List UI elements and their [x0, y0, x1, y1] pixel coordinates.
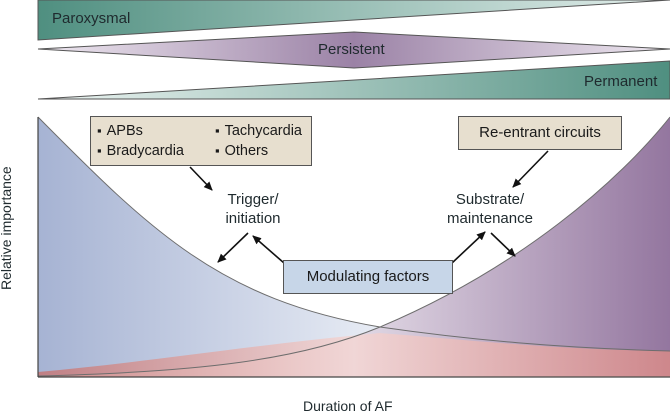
- y-axis-title: Relative importance: [0, 166, 14, 290]
- trigger-initiation-label: Trigger/ initiation: [208, 190, 298, 228]
- trigger-item-tachycardia: Tachycardia: [215, 123, 315, 139]
- arrow-substrate-to-curve: [490, 232, 516, 257]
- substrate-label-line2: maintenance: [447, 210, 533, 227]
- trigger-item-others: Others: [215, 143, 315, 159]
- x-axis-title: Duration of AF: [303, 398, 393, 414]
- arrow-reentrant-to-substrate: [512, 150, 549, 188]
- reentrant-circuits-label: Re-entrant circuits: [479, 124, 601, 141]
- arrow-modulating-to-trigger: [252, 235, 285, 264]
- paroxysmal-label: Paroxysmal: [52, 10, 131, 27]
- persistent-band: [37, 31, 670, 69]
- trigger-curve-line: [37, 116, 670, 352]
- permanent-band: [37, 60, 670, 100]
- trigger-curve-area: [38, 117, 670, 376]
- permanent-label: Permanent: [584, 73, 658, 90]
- trigger-label-line2: initiation: [225, 210, 281, 227]
- substrate-curve-line: [37, 116, 670, 377]
- paroxysmal-band: [37, 0, 670, 41]
- trigger-factors-box: APBs Tachycardia Bradycardia Others: [90, 116, 312, 166]
- substrate-curve-area: [38, 117, 670, 376]
- arrow-modulating-to-substrate: [451, 231, 486, 264]
- trigger-label-line1: Trigger/: [227, 191, 279, 208]
- reentrant-circuits-box: Re-entrant circuits: [458, 116, 622, 150]
- trigger-item-apbs: APBs: [97, 123, 215, 139]
- baseline-band: [38, 333, 670, 377]
- persistent-label: Persistent: [318, 41, 385, 58]
- modulating-factors-box: Modulating factors: [283, 260, 453, 294]
- arrow-trigger-to-curve: [217, 232, 249, 263]
- substrate-maintenance-label: Substrate/ maintenance: [440, 190, 540, 228]
- trigger-item-bradycardia: Bradycardia: [97, 143, 215, 159]
- modulating-factors-label: Modulating factors: [306, 268, 430, 285]
- arrow-triggers-to-trigger: [189, 166, 213, 191]
- substrate-label-line1: Substrate/: [455, 191, 525, 208]
